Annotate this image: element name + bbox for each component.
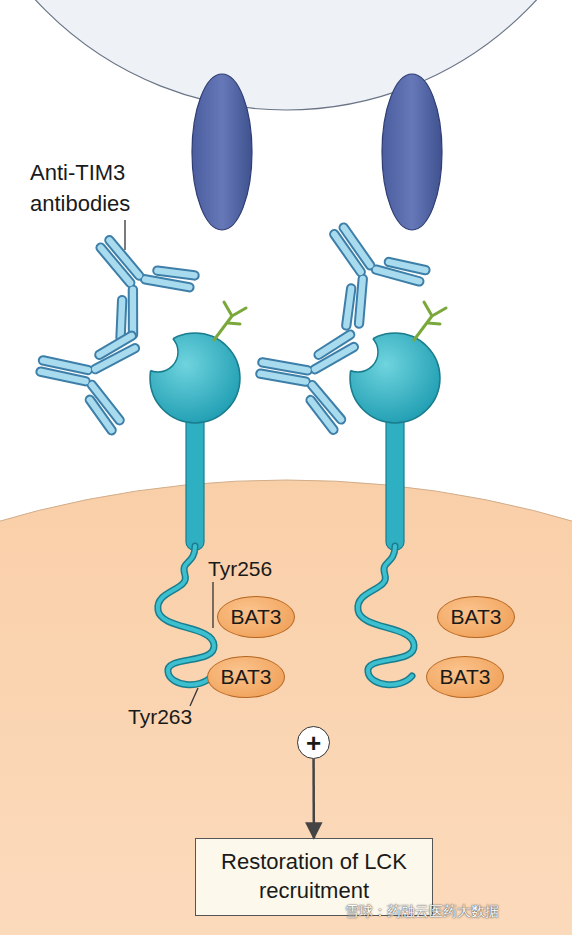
node-text: Restoration of LCK recruitment <box>204 848 424 905</box>
node-text: BAT3 <box>440 665 491 689</box>
node-text: BAT3 <box>221 665 272 689</box>
bat3-protein: BAT3 <box>437 596 515 638</box>
bat3-protein: BAT3 <box>217 596 295 638</box>
t-cell <box>0 480 572 935</box>
leader-line <box>190 688 198 706</box>
ligand <box>192 74 252 230</box>
bat3-protein: BAT3 <box>207 656 285 698</box>
bat3-protein: BAT3 <box>426 656 504 698</box>
leader-line <box>124 220 125 250</box>
antibody <box>253 320 356 430</box>
antibody <box>299 203 428 330</box>
node-text: + <box>306 730 321 756</box>
residue-label: Tyr256 <box>208 557 298 581</box>
antigen-presenting-cell <box>0 0 572 110</box>
node-text: BAT3 <box>231 605 282 629</box>
antibody <box>68 213 198 342</box>
plus-symbol: + <box>297 726 330 759</box>
node-text: BAT3 <box>451 605 502 629</box>
flow-arrow <box>312 759 315 838</box>
leader-line <box>212 582 213 628</box>
residue-label: Tyr263 <box>128 705 218 729</box>
tim3-receptor <box>338 302 446 685</box>
watermark: 雪球：药融云医药大数据 <box>345 902 570 920</box>
ligand <box>382 74 442 230</box>
antibody <box>32 319 138 432</box>
callout-label: Anti-TIM3 antibodies <box>30 157 170 219</box>
